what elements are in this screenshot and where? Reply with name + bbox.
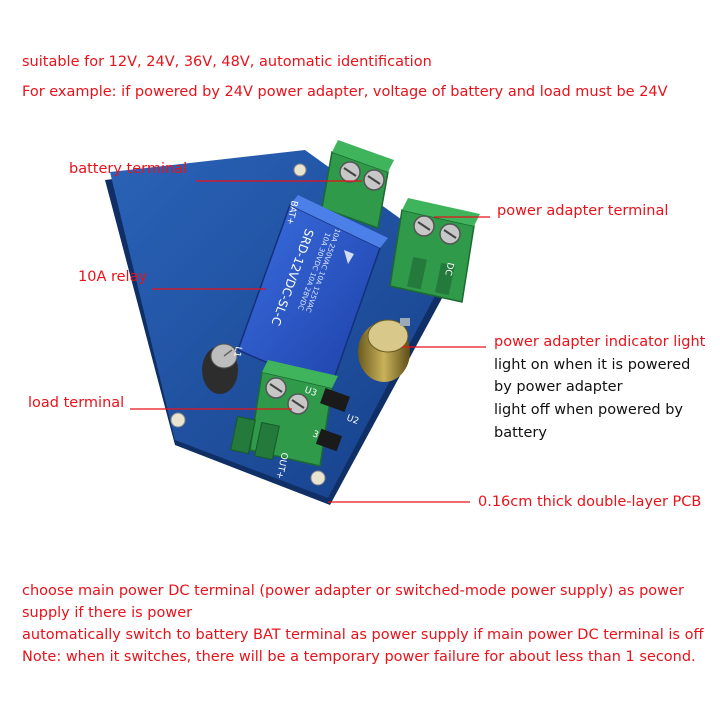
small-capacitor (202, 343, 238, 394)
load-terminal-block (230, 360, 338, 467)
indicator-desc-2: by power adapter (494, 379, 623, 395)
label-indicator-light: power adapter indicator light (494, 334, 706, 350)
header-line-1: suitable for 12V, 24V, 36V, 48V, automat… (22, 54, 432, 70)
label-relay: 10A relay (78, 269, 148, 285)
label-power-adapter-terminal: power adapter terminal (497, 203, 669, 219)
footer-line-1: choose main power DC terminal (power ada… (22, 583, 684, 599)
ic-chips (315, 388, 350, 452)
label-battery-terminal: battery terminal (69, 161, 188, 177)
silk-l1: L1 (231, 345, 243, 357)
footer-line-3: automatically switch to battery BAT term… (22, 627, 704, 643)
silk-dc: DC (442, 261, 455, 276)
silk-u2: U2 (345, 413, 360, 427)
indicator-desc-4: battery (494, 425, 547, 441)
indicator-desc-3: light off when powered by (494, 402, 684, 418)
power-adapter-terminal-block (389, 198, 480, 303)
indicator-capacitor (358, 318, 410, 382)
battery-terminal-block (321, 140, 394, 230)
footer-line-2: supply if there is power (22, 605, 193, 621)
relay: SRD-12VDC-SL-C 10A 250VAC 10A 125VAC 10A… (237, 195, 388, 392)
silk-u3: U3 (303, 385, 318, 399)
label-load-terminal: load terminal (28, 395, 125, 411)
header-line-2: For example: if powered by 24V power ada… (22, 84, 668, 100)
indicator-desc-1: light on when it is powered (494, 357, 691, 373)
footer-line-4: Note: when it switches, there will be a … (22, 649, 696, 665)
silk-d3: 3 (311, 429, 320, 440)
callout-lines (130, 180, 490, 503)
label-pcb: 0.16cm thick double-layer PCB (478, 494, 702, 510)
